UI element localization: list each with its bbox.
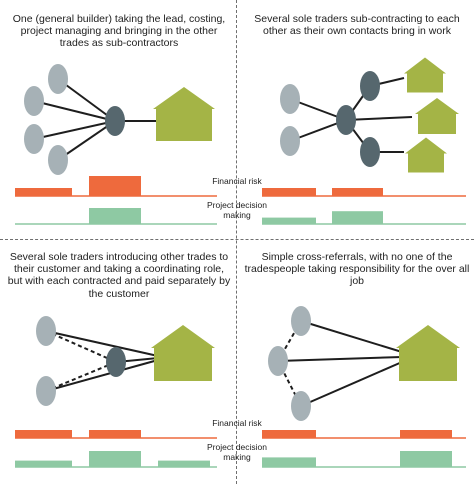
connector-line — [45, 330, 159, 357]
person-oval-icon — [291, 306, 311, 336]
person-oval-icon — [280, 84, 300, 114]
panel-3-caption: Several sole traders introducing other t… — [7, 251, 231, 300]
coordinator-oval-icon — [336, 105, 356, 135]
person-oval-icon — [36, 376, 56, 406]
person-oval-icon — [48, 64, 68, 94]
person-oval-icon — [280, 126, 300, 156]
dashed-connector-line — [45, 330, 117, 363]
financial-risk-bar-segment — [89, 430, 141, 438]
financial-risk-bar-segment — [332, 188, 383, 196]
financial-risk-bar-segment — [400, 430, 452, 438]
house-icon — [396, 325, 460, 381]
house-icon — [151, 325, 215, 381]
person-oval-icon — [36, 316, 56, 346]
house-icon — [404, 57, 446, 93]
coordinator-oval-icon — [105, 106, 125, 136]
coordinator-oval-icon — [360, 71, 380, 101]
vertical-divider — [236, 0, 237, 484]
coordinator-oval-icon — [360, 137, 380, 167]
panel-1-caption: One (general builder) taking the lead, c… — [12, 13, 226, 50]
financial-risk-bar-segment — [89, 176, 141, 196]
decision-making-bar-segment — [158, 460, 210, 467]
person-oval-icon — [268, 346, 288, 376]
connector-line — [277, 356, 403, 362]
connector-line — [57, 78, 116, 122]
decision-making-bar-segment — [15, 460, 72, 467]
dashed-connector-line — [45, 361, 117, 392]
decision-making-label: Project decision making — [207, 442, 268, 462]
financial-risk-label: Financial risk — [212, 176, 262, 186]
connector-line — [45, 359, 159, 392]
house-icon — [415, 98, 459, 134]
decision-making-bar-segment — [262, 457, 316, 467]
person-oval-icon — [48, 145, 68, 175]
horizontal-divider — [0, 239, 474, 240]
connector-line — [345, 116, 413, 121]
financial-risk-label: Financial risk — [212, 418, 262, 428]
decision-making-bar-segment — [89, 451, 141, 467]
connector-line — [33, 100, 116, 122]
connector-line — [33, 120, 116, 140]
house-icon — [405, 137, 447, 173]
person-oval-icon — [291, 391, 311, 421]
person-oval-icon — [24, 86, 44, 116]
panel-2-caption: Several sole traders sub-contracting to … — [254, 13, 460, 38]
decision-making-bar-segment — [89, 208, 141, 224]
financial-risk-bar-segment — [262, 430, 316, 438]
decision-making-bar-segment — [262, 217, 316, 224]
financial-risk-bar-segment — [262, 188, 316, 196]
financial-risk-bar-segment — [15, 430, 72, 438]
connector-line — [57, 120, 116, 161]
decision-making-bar-segment — [332, 211, 383, 224]
panel-4-caption: Simple cross-referrals, with no one of t… — [244, 251, 470, 288]
financial-risk-bar-segment — [15, 188, 72, 196]
decision-making-bar-segment — [400, 451, 452, 467]
connector-line — [300, 361, 403, 407]
house-icon — [153, 87, 215, 141]
decision-making-label: Project decision making — [207, 200, 268, 220]
connector-line — [300, 320, 403, 353]
person-oval-icon — [24, 124, 44, 154]
coordinator-oval-icon — [106, 347, 126, 377]
